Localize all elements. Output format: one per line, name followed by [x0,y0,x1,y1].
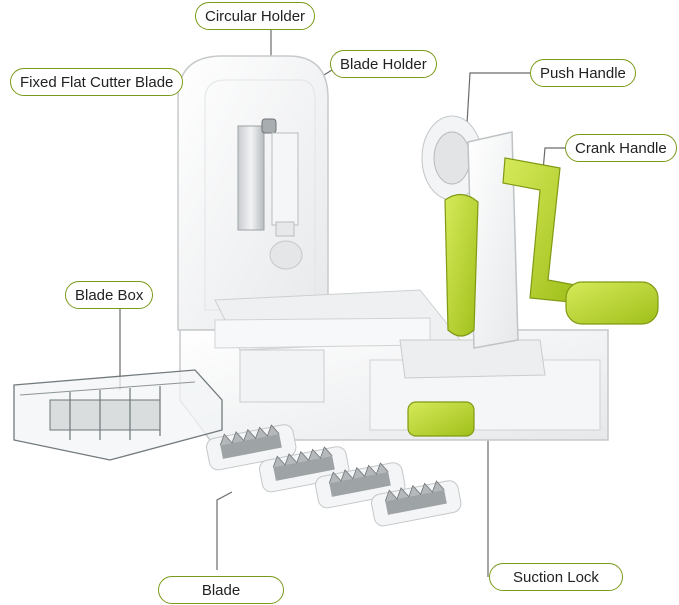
label-push-handle: Push Handle [530,59,636,87]
pushing-disc [421,115,483,201]
label-crank-handle: Crank Handle [565,134,677,162]
blade-box [13,369,223,461]
push-handle [444,193,479,337]
blade-holder [271,132,299,237]
label-fixed-flat-cutter-blade: Fixed Flat Cutter Blade [10,68,184,96]
blade-inserts [206,424,462,527]
crank-handle [502,157,659,325]
label-blade-holder: Blade Holder [330,50,437,78]
label-circular-holder: Circular Holder [195,2,316,30]
suction-lock-lever [407,401,475,437]
fixed-flat-cutter-blade [237,118,277,231]
label-blade-box: Blade Box [65,281,154,309]
label-blade: Blade [158,576,284,604]
label-suction-lock: Suction Lock [489,563,623,591]
base-frame [179,289,609,441]
